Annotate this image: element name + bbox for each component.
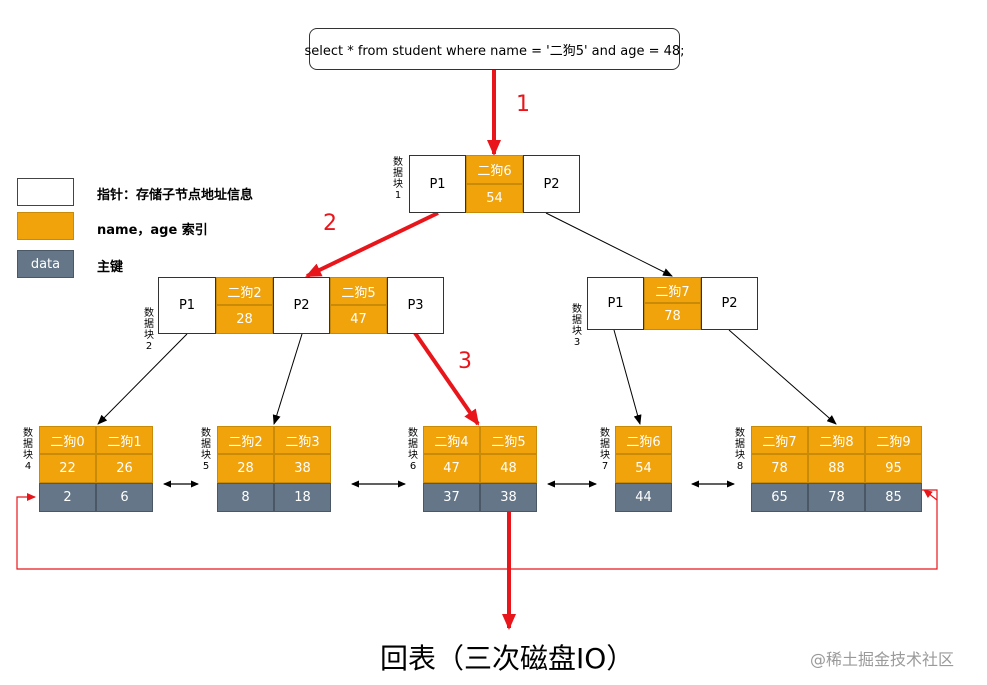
right-pointer-p1: P1: [587, 277, 644, 330]
index-name: 二狗9: [865, 426, 922, 454]
left-pointer-p2: P2: [273, 277, 330, 334]
root-pointer-p2: P2: [523, 155, 580, 213]
primary-key: 78: [808, 483, 865, 512]
legend-pointer-text: 指针：存储子节点地址信息: [97, 188, 254, 203]
index-name: 二狗5: [330, 277, 387, 305]
leaf-ring-link-head: [923, 489, 938, 501]
index-name: 二狗7: [751, 426, 808, 454]
left-key-1: 二狗2 28: [216, 277, 273, 334]
index-age: 28: [217, 454, 274, 483]
internal-node-right: P1 二狗7 78 P2: [587, 277, 758, 330]
primary-key: 37: [423, 483, 480, 512]
leaf-entry: 二狗8 88 78: [808, 426, 865, 512]
left-key-2: 二狗5 47: [330, 277, 387, 334]
root-p2-link: [545, 212, 673, 277]
right-p1-link: [613, 329, 642, 425]
step-label-3: 3: [458, 349, 472, 374]
leaf-entry: 二狗5 48 38: [480, 426, 537, 512]
block-label-6: 数 据 块 6: [408, 428, 418, 472]
index-age: 88: [808, 454, 865, 483]
leaf-node-7: 二狗6 54 44: [615, 426, 672, 512]
index-age: 47: [330, 305, 387, 334]
left-p2-link: [272, 333, 303, 425]
block-label-2: 数 据 块 2: [144, 308, 154, 352]
root-pointer-p1: P1: [409, 155, 466, 213]
leaf-node-6: 二狗4 47 37 二狗5 48 38: [423, 426, 537, 512]
right-key-1: 二狗7 78: [644, 277, 701, 330]
right-p2-link: [728, 329, 837, 425]
leaf-entry: 二狗6 54 44: [615, 426, 672, 512]
index-age: 95: [865, 454, 922, 483]
index-age: 22: [39, 454, 96, 483]
index-name: 二狗2: [217, 426, 274, 454]
index-age: 78: [751, 454, 808, 483]
step2-arrow: [305, 211, 439, 278]
index-age: 47: [423, 454, 480, 483]
leaf-node-5: 二狗2 28 8 二狗3 38 18: [217, 426, 331, 512]
index-name: 二狗7: [644, 277, 701, 303]
right-pointer-p2: P2: [701, 277, 758, 330]
leaf-node-4: 二狗0 22 2 二狗1 26 6: [39, 426, 153, 512]
leaf-entry: 二狗1 26 6: [96, 426, 153, 512]
leaf-entry: 二狗2 28 8: [217, 426, 274, 512]
block-label-5: 数 据 块 5: [201, 428, 211, 472]
leaf-entry: 二狗9 95 85: [865, 426, 922, 512]
sql-query-box: select * from student where name = '二狗5'…: [304, 28, 685, 70]
root-node: P1 二狗6 54 P2: [409, 155, 580, 213]
index-age: 78: [644, 303, 701, 330]
internal-node-left: P1 二狗2 28 P2 二狗5 47 P3: [158, 277, 444, 334]
primary-key: 8: [217, 483, 274, 512]
block-label-1: 数 据 块 1: [393, 157, 403, 201]
index-name: 二狗2: [216, 277, 273, 305]
block-label-4: 数 据 块 4: [23, 428, 33, 472]
step3-arrow: [413, 331, 480, 426]
leaf-ring-link: [16, 489, 938, 570]
step-label-1: 1: [516, 92, 530, 117]
index-age: 54: [615, 454, 672, 483]
leaf-entry: 二狗0 22 2: [39, 426, 96, 512]
index-name: 二狗0: [39, 426, 96, 454]
index-name: 二狗4: [423, 426, 480, 454]
block-label-7: 数 据 块 7: [600, 428, 610, 472]
leaf-entry: 二狗4 47 37: [423, 426, 480, 512]
index-age: 26: [96, 454, 153, 483]
legend-pk-swatch: data: [17, 250, 74, 278]
index-name: 二狗6: [615, 426, 672, 454]
left-pointer-p1: P1: [158, 277, 216, 334]
primary-key: 6: [96, 483, 153, 512]
primary-key: 65: [751, 483, 808, 512]
left-p1-link: [97, 333, 188, 425]
index-age: 28: [216, 305, 273, 334]
primary-key: 2: [39, 483, 96, 512]
legend-pointer-swatch: [17, 178, 74, 206]
index-age: 38: [274, 454, 331, 483]
primary-key: 38: [480, 483, 537, 512]
index-name: 二狗6: [466, 155, 523, 184]
primary-key: 18: [274, 483, 331, 512]
index-name: 二狗3: [274, 426, 331, 454]
legend-index-text: name，age 索引: [97, 223, 208, 238]
root-key: 二狗6 54: [466, 155, 523, 213]
left-pointer-p3: P3: [387, 277, 444, 334]
primary-key: 44: [615, 483, 672, 512]
index-age: 48: [480, 454, 537, 483]
block-label-8: 数 据 块 8: [735, 428, 745, 472]
index-age: 54: [466, 184, 523, 213]
index-name: 二狗8: [808, 426, 865, 454]
table-lookup-caption: 回表（三次磁盘IO）: [380, 642, 635, 675]
leaf-node-8: 二狗7 78 65 二狗8 88 78 二狗9 95 85: [751, 426, 922, 512]
legend-index-swatch: [17, 212, 74, 240]
legend-pk-text: 主键: [97, 260, 124, 275]
leaf-entry: 二狗7 78 65: [751, 426, 808, 512]
watermark: @稀土掘金技术社区: [810, 650, 955, 669]
primary-key: 85: [865, 483, 922, 512]
block-label-3: 数 据 块 3: [572, 304, 582, 348]
leaf-entry: 二狗3 38 18: [274, 426, 331, 512]
step-label-2: 2: [323, 211, 337, 236]
index-name: 二狗5: [480, 426, 537, 454]
index-name: 二狗1: [96, 426, 153, 454]
